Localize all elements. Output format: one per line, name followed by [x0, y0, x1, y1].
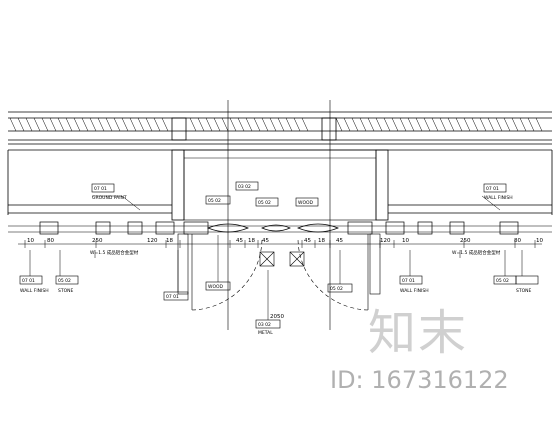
- dim-r-1: 120: [380, 238, 391, 244]
- top-slab: [8, 111, 552, 151]
- tag-wall-finish-top-right: 07 01: [486, 186, 499, 192]
- wall-right: [375, 149, 553, 221]
- jamb-details: [39, 221, 519, 235]
- tag-center-top: 03 02: [238, 184, 251, 190]
- dim-c-6: 18: [318, 238, 325, 244]
- dim-c-5: 45: [304, 238, 311, 244]
- hatch-top: [9, 117, 543, 132]
- dimension-line: [18, 240, 542, 248]
- label-wall-finish-top-right: WALL FINISH: [484, 195, 513, 201]
- label-wood-bottom: WOOD: [208, 284, 224, 290]
- note-left: W=1.5 成品铝合金型材: [90, 249, 139, 256]
- column-right: [321, 117, 337, 141]
- dim-c-4: 2050: [270, 314, 284, 320]
- dim-r-3: 250: [460, 238, 471, 244]
- note-right: W=1.5 成品铝合金型材: [452, 249, 501, 256]
- label-wall-finish-left: WALL FINISH: [20, 288, 49, 294]
- dim-r-5: 10: [536, 238, 543, 244]
- dim-l-3: 250: [92, 238, 103, 244]
- leader-lines: [29, 195, 523, 320]
- label-metal: METAL: [258, 330, 273, 336]
- tag-metal: 03 02: [258, 322, 271, 328]
- dim-l-2: 80: [47, 238, 54, 244]
- tag-wood-center: 05 02: [258, 200, 271, 206]
- tag-center-right: 05 02: [330, 286, 343, 292]
- tag-right-2: 05 02: [496, 278, 509, 284]
- label-wood-center: WOOD: [298, 200, 314, 206]
- dim-l-1: 10: [27, 238, 34, 244]
- label-ground-paint: GROUND PAINT: [92, 195, 127, 201]
- tag-ground-paint: 07 01: [94, 186, 107, 192]
- dim-l-4: 120: [147, 238, 158, 244]
- door-swings: [177, 233, 381, 311]
- inner-frame: [183, 149, 377, 221]
- tag-left-2: 05 02: [58, 278, 71, 284]
- dim-c-7: 45: [336, 238, 343, 244]
- watermark-id: ID: 167316122: [330, 366, 509, 394]
- dim-r-2: 10: [402, 238, 409, 244]
- column-left: [171, 117, 187, 141]
- tag-right-1: 07 01: [402, 278, 415, 284]
- label-wall-finish-right: WALL FINISH: [400, 288, 429, 294]
- tag-stone-center-left: 07 01: [166, 294, 179, 300]
- wall-left: [7, 149, 185, 221]
- tag-left-1: 07 01: [22, 278, 35, 284]
- tag-wood-top: 05 02: [208, 198, 221, 204]
- dim-c-2: 18: [248, 238, 255, 244]
- tag-boxes: [19, 181, 539, 329]
- dim-l-5: 18: [166, 238, 173, 244]
- watermark-logo: 知末: [368, 305, 469, 361]
- label-stone-right: STONE: [516, 288, 532, 294]
- dim-c-3: 45: [262, 238, 269, 244]
- dim-c-1: 45: [236, 238, 243, 244]
- dim-r-4: 80: [514, 238, 521, 244]
- label-stone-left: STONE: [58, 288, 74, 294]
